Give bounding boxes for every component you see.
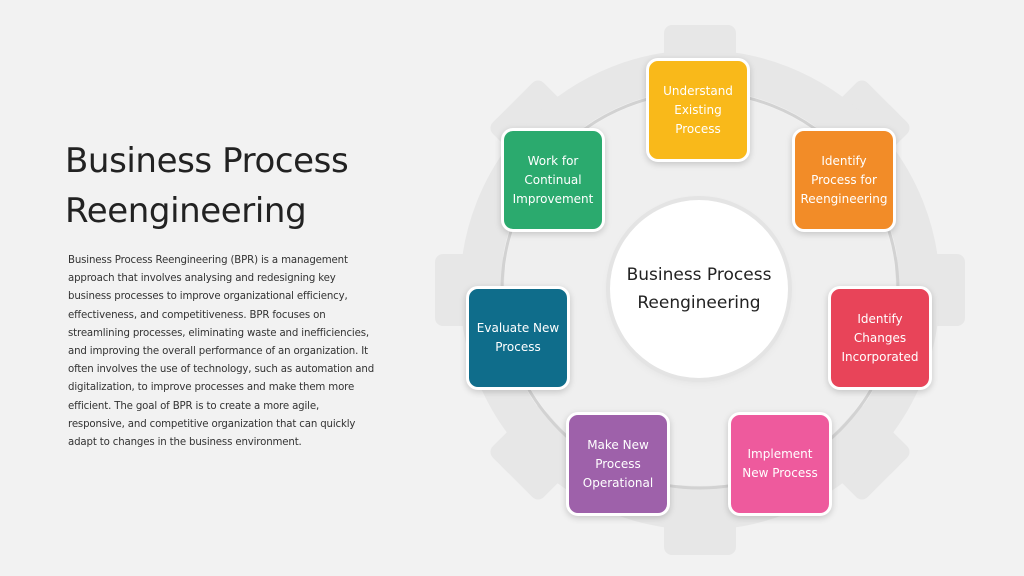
center-label: Business Process Reengineering — [626, 265, 772, 313]
step-work-for-continual-improvement: Work for Continual Improvement — [501, 128, 605, 232]
center-circle: Business Process Reengineering — [610, 200, 788, 378]
step-label: Understand Existing Process — [663, 83, 733, 136]
slide-description: Business Process Reengineering (BPR) is … — [68, 255, 375, 449]
step-make-new-process-operational: Make New Process Operational — [566, 412, 670, 516]
step-label: Evaluate New Process — [476, 321, 560, 354]
step-evaluate-new-process: Evaluate New Process — [466, 286, 570, 390]
text-panel: Business Process Reengineering Business … — [65, 136, 375, 452]
step-identify-process-for-reengineering: Identify Process for Reengineering — [792, 128, 896, 232]
step-identify-changes-incorporated: Identify Changes Incorporated — [828, 286, 932, 390]
step-implement-new-process: Implement New Process — [728, 412, 832, 516]
step-label: Work for Continual Improvement — [512, 153, 594, 206]
step-understand-existing-process: Understand Existing Process — [646, 58, 750, 162]
slide-title: Business Process Reengineering — [65, 141, 349, 231]
step-label: Identify Process for Reengineering — [800, 153, 888, 206]
step-label: Implement New Process — [742, 447, 818, 480]
step-label: Make New Process Operational — [582, 437, 654, 490]
step-label: Identify Changes Incorporated — [841, 311, 919, 364]
